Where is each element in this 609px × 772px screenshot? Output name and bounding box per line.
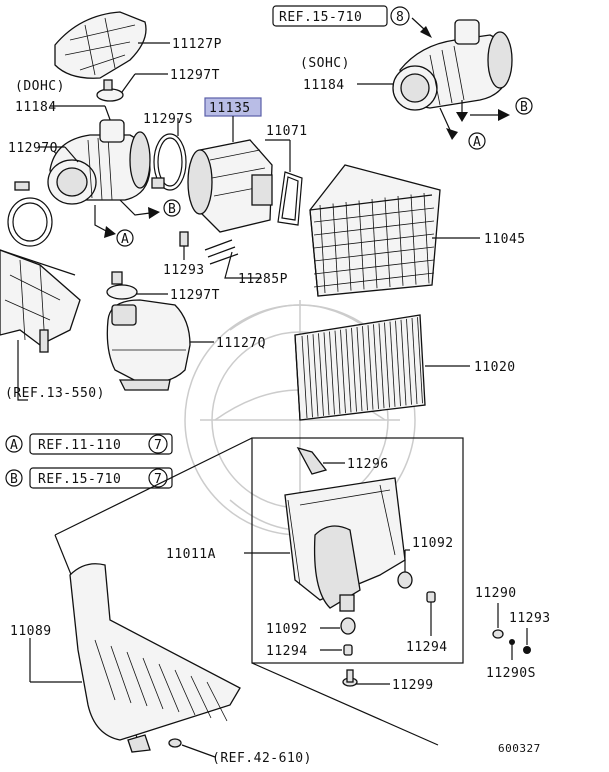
- nut-11290S[interactable]: [509, 639, 515, 645]
- engine-bracket-snippet: [0, 249, 81, 353]
- intake-hose-sohc[interactable]: [392, 19, 513, 111]
- marker-b-sohc[interactable]: [515, 97, 533, 115]
- clamp-11297T-top[interactable]: [96, 79, 124, 102]
- label-11011A: 11011A: [166, 547, 216, 562]
- collar-11294-right[interactable]: [426, 591, 436, 603]
- strap-11296[interactable]: [296, 446, 328, 475]
- arrow-a-dohc: [104, 226, 116, 238]
- label-11045: 11045: [484, 232, 526, 247]
- collar-11294-left[interactable]: [343, 644, 353, 656]
- ref-15-710-top-num: 8: [396, 10, 404, 25]
- case-11011A[interactable]: [284, 477, 406, 612]
- marker-b-dohc[interactable]: [163, 199, 181, 217]
- grommet-11092-right[interactable]: [397, 571, 413, 589]
- label-11020: 11020: [474, 360, 516, 375]
- ref-11-110-box[interactable]: [29, 433, 173, 455]
- airflow-sensor-11135[interactable]: [187, 139, 273, 233]
- ref-15-710-top: REF.15-710: [279, 10, 362, 25]
- arrow-b-sohc: [456, 112, 468, 122]
- aircleaner-cover-11045[interactable]: [309, 164, 441, 297]
- diagram-id: 600327: [498, 742, 541, 755]
- marker-a-sohc[interactable]: [468, 132, 486, 150]
- ref-15-710-top-box[interactable]: [272, 5, 388, 27]
- label-11294-right: 11294: [406, 640, 448, 655]
- marker-b-dohc-text: B: [168, 202, 176, 217]
- filter-element-11020[interactable]: [294, 314, 426, 421]
- label-11092-left: 11092: [266, 622, 308, 637]
- clamp-11297Q[interactable]: [7, 181, 53, 247]
- label-11089: 11089: [10, 624, 52, 639]
- label-11299: 11299: [392, 678, 434, 693]
- intake-hose-dohc[interactable]: [47, 119, 151, 205]
- cover-11127P[interactable]: [54, 11, 147, 79]
- label-dohc: (DOHC): [15, 79, 65, 94]
- bracket-line-right: [251, 662, 439, 746]
- arrow-a-sohc: [446, 128, 458, 140]
- label-11285P: 11285P: [238, 272, 288, 287]
- label-11135[interactable]: 11135: [209, 101, 251, 116]
- bracket-11285P[interactable]: [204, 239, 239, 265]
- label-11290S: 11290S: [486, 666, 536, 681]
- ref-42-610[interactable]: (REF.42-610): [212, 751, 312, 766]
- legend-marker-b: [5, 469, 23, 487]
- label-11071: 11071: [266, 124, 308, 139]
- grommet-11092-left[interactable]: [340, 617, 356, 635]
- bracket-line-left: [54, 437, 253, 536]
- arrow-b-dohc: [148, 207, 160, 219]
- label-11184-sohc: 11184: [303, 78, 345, 93]
- marker-b-sohc-text: B: [520, 100, 528, 115]
- ref-11-110: REF.11-110: [38, 438, 121, 453]
- label-11127P: 11127P: [172, 37, 222, 52]
- clamp-11297T-low[interactable]: [106, 271, 138, 300]
- ref-15-710-num: 7: [154, 472, 162, 487]
- clamp-11297S[interactable]: [151, 133, 187, 191]
- legend-marker-a-text: A: [10, 438, 18, 453]
- marker-a-sohc-text: A: [473, 135, 481, 150]
- bolt-11299[interactable]: [342, 669, 358, 687]
- label-11127Q: 11127Q: [216, 336, 266, 351]
- arrow-ref-top: [420, 26, 432, 38]
- case-assembly-box: [251, 437, 464, 664]
- legend-marker-b-text: B: [10, 472, 18, 487]
- ref-15-710: REF.15-710: [38, 472, 121, 487]
- label-11297S: 11297S: [143, 112, 193, 127]
- ref-13-550[interactable]: (REF.13-550): [5, 386, 105, 401]
- marker-a-dohc[interactable]: [116, 229, 134, 247]
- resonator-11127Q[interactable]: [106, 299, 191, 391]
- label-11296: 11296: [347, 457, 389, 472]
- marker-a-dohc-text: A: [121, 232, 129, 247]
- label-11293-right: 11293: [509, 611, 551, 626]
- label-11297T-top: 11297T: [170, 68, 220, 83]
- gasket-11071[interactable]: [277, 171, 303, 226]
- label-11092-right: 11092: [412, 536, 454, 551]
- label-sohc: (SOHC): [300, 56, 350, 71]
- air-duct-11089[interactable]: [69, 563, 241, 753]
- clip-42-610[interactable]: [168, 738, 182, 748]
- bolt-11293-left[interactable]: [179, 231, 189, 247]
- ref-11-110-num: 7: [154, 438, 162, 453]
- label-11297Q: 11297Q: [8, 141, 58, 156]
- washer-11290[interactable]: [492, 629, 504, 639]
- bolt-11293-right[interactable]: [523, 646, 531, 654]
- label-11294-left: 11294: [266, 644, 308, 659]
- label-11297T-low: 11297T: [170, 288, 220, 303]
- label-11184-dohc: 11184: [15, 100, 57, 115]
- legend-marker-a: [5, 435, 23, 453]
- label-11290: 11290: [475, 586, 517, 601]
- label-11293-left: 11293: [163, 263, 205, 278]
